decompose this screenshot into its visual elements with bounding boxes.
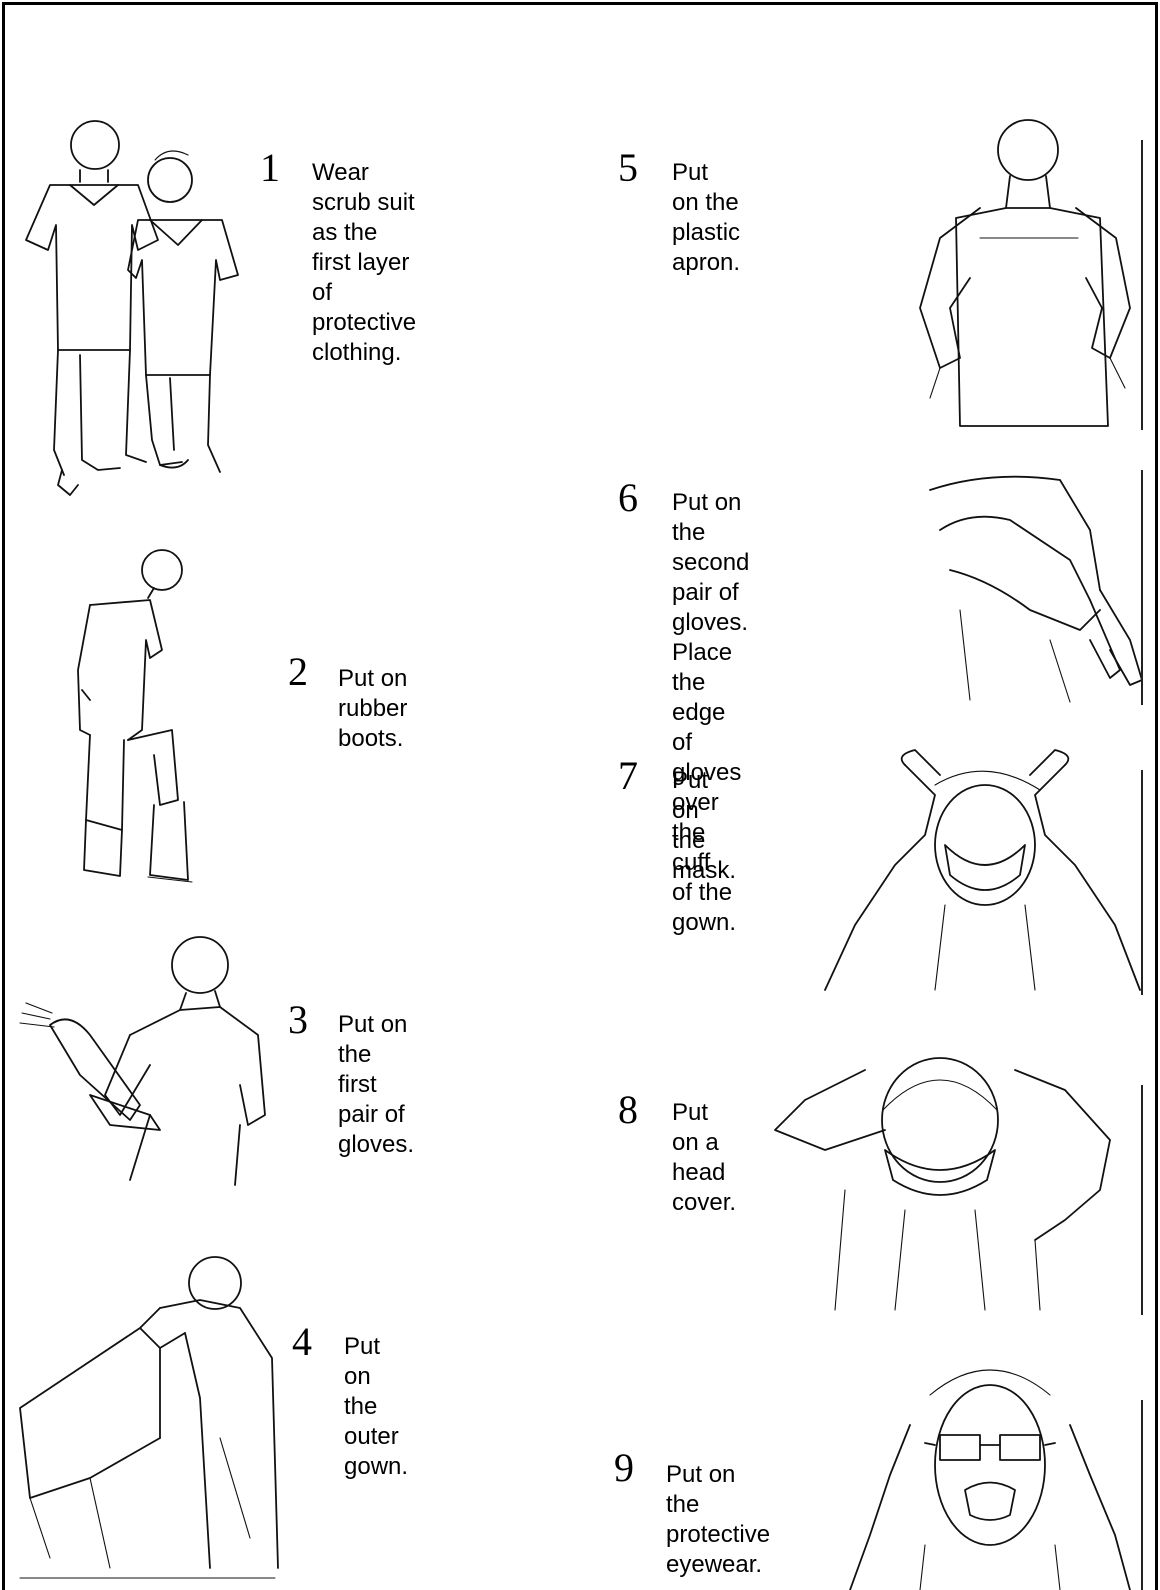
step-6-number: 6: [618, 478, 638, 518]
page-edge-mark: [1141, 1085, 1143, 1315]
step-8-number: 8: [618, 1090, 638, 1130]
mask-illustration: [815, 745, 1145, 995]
scrub-suit-illustration: [10, 110, 245, 505]
head-cover-illustration: [765, 1040, 1145, 1320]
step-4-number: 4: [292, 1322, 312, 1362]
step-9-text: Put on the protective eyewear.: [666, 1460, 770, 1580]
rubber-boots-illustration: [50, 540, 210, 895]
second-gloves-illustration: [930, 470, 1145, 705]
step-4-text: Put on the outer gown.: [344, 1332, 408, 1482]
page-edge-mark: [1141, 1400, 1143, 1590]
step-1-text: Wear scrub suit as the first layer of pr…: [312, 158, 416, 368]
outer-gown-illustration: [10, 1238, 280, 1583]
step-1-number: 1: [260, 148, 280, 188]
eyewear-illustration: [830, 1355, 1145, 1590]
step-3-text: Put on the first pair of gloves.: [338, 1010, 414, 1160]
plastic-apron-illustration: [920, 108, 1145, 430]
step-2-number: 2: [288, 652, 308, 692]
step-5-text: Put on the plastic apron.: [672, 158, 740, 278]
first-gloves-illustration: [10, 915, 270, 1195]
page-edge-mark: [1141, 770, 1143, 995]
step-3-number: 3: [288, 1000, 308, 1040]
step-7-number: 7: [618, 756, 638, 796]
step-2-text: Put on rubber boots.: [338, 664, 407, 754]
step-8-text: Put on a head cover.: [672, 1098, 736, 1218]
step-7-text: Put on the mask.: [672, 766, 736, 886]
step-9-number: 9: [614, 1448, 634, 1488]
page-edge-mark: [1141, 470, 1143, 705]
step-5-number: 5: [618, 148, 638, 188]
page-edge-mark: [1141, 140, 1143, 430]
